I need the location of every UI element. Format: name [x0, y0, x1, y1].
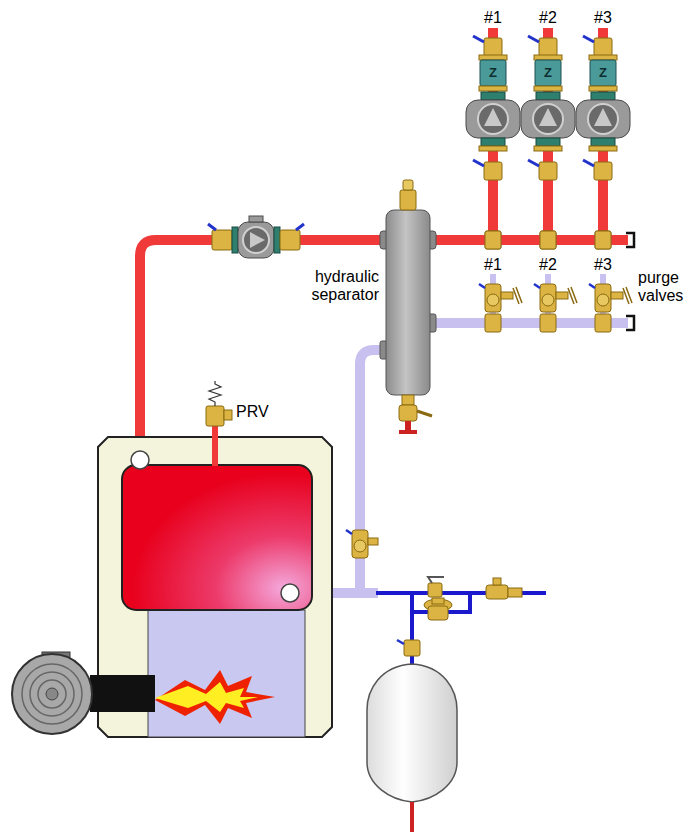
hydraulic-separator	[405, 421, 411, 431]
zone-circulators	[466, 28, 630, 249]
make-up-water	[493, 578, 501, 585]
boiler-circulator	[208, 224, 216, 230]
pressure-relief-valve	[206, 406, 224, 426]
zone-number: #1	[484, 256, 502, 274]
zone-circulator	[466, 28, 520, 249]
boiler-circulator	[243, 227, 269, 253]
hydraulic-separator	[417, 411, 432, 416]
supply-header	[540, 231, 556, 249]
return-purge-valve	[352, 530, 368, 558]
make-up-water	[508, 588, 522, 597]
supply-header	[140, 240, 386, 462]
supply-header	[485, 231, 501, 249]
burner	[22, 664, 82, 724]
part-label: hydraulic separator	[299, 268, 379, 304]
burner	[90, 675, 155, 712]
boiler	[131, 451, 149, 469]
valve-mark: Z	[544, 66, 552, 80]
zone-number: #2	[539, 9, 557, 27]
hydraulic-separator	[402, 395, 414, 405]
pressure-relief-valve	[212, 424, 218, 466]
return-purge-valve	[354, 540, 366, 552]
boiler	[148, 610, 305, 737]
zone-circulator	[521, 28, 575, 249]
purge-valve	[479, 274, 522, 332]
pressure-relief-valve	[224, 410, 232, 420]
burner	[30, 672, 74, 716]
valve-mark: Z	[599, 66, 607, 80]
zone-number: #3	[594, 256, 612, 274]
pressure-relief-valve	[206, 381, 232, 466]
make-up-water	[404, 640, 420, 656]
boiler	[155, 670, 275, 724]
boiler-circulator	[296, 224, 304, 230]
hydraulic-separator	[380, 180, 436, 434]
boiler	[122, 465, 312, 610]
boiler	[281, 584, 299, 602]
valve-mark: Z	[489, 66, 497, 80]
boiler-circulator	[212, 230, 232, 250]
make-up-water	[432, 598, 444, 604]
boiler-circulator	[208, 216, 304, 258]
supply-header	[626, 233, 634, 247]
make-up-water	[410, 802, 414, 832]
part-label: PRV	[236, 403, 269, 421]
make-up-water	[428, 606, 448, 620]
burner	[12, 652, 155, 734]
burner	[46, 688, 58, 700]
return-purge-valve	[368, 538, 378, 545]
make-up-water	[367, 577, 546, 832]
return-piping	[290, 316, 634, 593]
return-purge-valve	[346, 530, 378, 558]
boiler-circulator	[232, 227, 238, 253]
zone-number: #1	[484, 9, 502, 27]
hydraulic-separator	[399, 430, 417, 434]
burner	[12, 654, 92, 734]
burner	[38, 680, 66, 708]
boiler-circulator	[238, 222, 274, 258]
return-purge-valve	[346, 530, 352, 534]
boiler-circulator	[280, 230, 300, 250]
purge-valves	[479, 274, 632, 332]
boiler-circulator	[249, 216, 263, 222]
zone-circulator	[576, 28, 630, 249]
hydraulic-separator	[386, 210, 430, 395]
return-piping	[626, 316, 634, 330]
make-up-water	[428, 577, 444, 583]
boiler-circulator	[250, 232, 265, 248]
hydraulic-separator	[400, 190, 416, 210]
pressure-relief-valve	[209, 381, 221, 406]
make-up-water	[367, 664, 457, 802]
make-up-water	[428, 583, 442, 597]
boiler	[155, 682, 258, 712]
make-up-water	[486, 585, 508, 599]
zone-number: #2	[539, 256, 557, 274]
boiler-circulator	[274, 227, 280, 253]
make-up-water	[397, 640, 404, 644]
hydraulic-separator	[399, 405, 417, 421]
purge-valve	[589, 274, 632, 332]
purge-valve	[534, 274, 577, 332]
part-label: purge valves	[638, 269, 690, 305]
hydraulic-separator	[403, 180, 413, 190]
zone-number: #3	[594, 9, 612, 27]
supply-header	[595, 231, 611, 249]
return-piping	[360, 588, 378, 598]
